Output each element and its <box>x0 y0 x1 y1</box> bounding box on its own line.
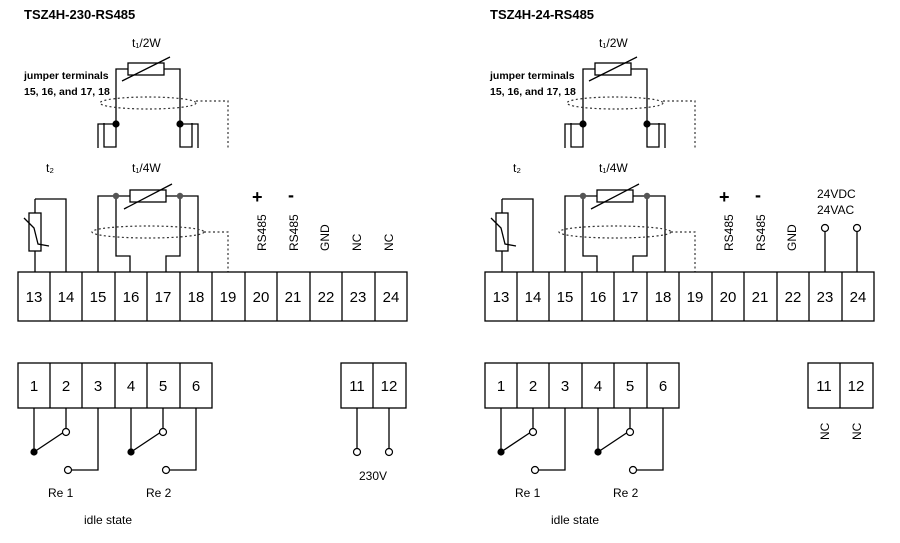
terminal-15: 15 <box>90 289 107 306</box>
thermistor-label: t₂ <box>46 161 54 175</box>
jumper-note-line1: jumper terminals <box>23 70 109 82</box>
rs485-minus-sign: - <box>755 185 761 205</box>
thermistor-symbol <box>23 198 67 272</box>
terminal-11: 11 <box>816 378 832 395</box>
terminal-16: 16 <box>123 289 140 306</box>
terminal-13: 13 <box>26 289 43 306</box>
terminal-20-label: RS485 <box>722 214 736 251</box>
terminal-24-label: NC <box>382 233 396 251</box>
terminal-23: 23 <box>350 289 367 306</box>
terminal-15: 15 <box>557 289 574 306</box>
terminal-12: 12 <box>381 378 398 395</box>
terminal-17: 17 <box>622 289 639 306</box>
terminal-20-label: RS485 <box>255 214 269 251</box>
terminal-4: 4 <box>127 378 135 395</box>
relay-1-label: Re 1 <box>515 486 541 500</box>
resistor-main-symbol <box>91 183 229 272</box>
relay-2-label: Re 2 <box>613 486 639 500</box>
terminal-22-label: GND <box>318 224 332 251</box>
relay-contacts <box>497 408 664 475</box>
diagram-title: TSZ4H-24-RS485 <box>490 7 594 22</box>
terminal-22: 22 <box>318 289 335 306</box>
terminal-block-relay <box>17 362 213 409</box>
rs485-minus-sign: - <box>288 185 294 205</box>
jumper-note-line2: 15, 16, and 17, 18 <box>490 86 576 98</box>
terminal-block-main <box>484 271 875 322</box>
terminal-23: 23 <box>817 289 834 306</box>
supply-label-ac: 24VAC <box>817 203 854 217</box>
terminal-18: 18 <box>655 289 672 306</box>
terminal-24: 24 <box>850 289 867 306</box>
terminal-12-nc-label: NC <box>850 422 864 440</box>
terminal-17: 17 <box>155 289 172 306</box>
terminal-18: 18 <box>188 289 205 306</box>
thermistor-symbol <box>490 198 534 272</box>
terminal-numbers-power: 11 12 <box>816 378 864 395</box>
terminal-numbers-main: 13 14 15 16 17 18 19 20 21 22 23 24 <box>493 289 867 306</box>
terminal-19: 19 <box>220 289 237 306</box>
resistor-top-symbol <box>97 56 229 148</box>
terminal-13: 13 <box>493 289 510 306</box>
power-label: 230V <box>359 469 387 483</box>
terminal-21: 21 <box>752 289 769 306</box>
terminal-20: 20 <box>253 289 270 306</box>
terminal-block-relay <box>484 362 680 409</box>
resistor-top-label: t₁/2W <box>132 36 161 50</box>
diagram-right: TSZ4H-24-RS485 jumper terminals 15, 16, … <box>484 7 875 527</box>
terminal-16: 16 <box>590 289 607 306</box>
terminal-numbers-main: 13 14 15 16 17 18 19 20 21 22 23 24 <box>26 289 400 306</box>
supply-label-dc: 24VDC <box>817 187 856 201</box>
terminal-2: 2 <box>529 378 537 395</box>
terminal-3: 3 <box>561 378 569 395</box>
diagram-left: TSZ4H-230-RS485 jumper terminals 15, 16,… <box>17 7 408 527</box>
jumper-note-line2: 15, 16, and 17, 18 <box>24 86 110 98</box>
resistor-top-symbol <box>564 56 696 148</box>
terminal-22-label: GND <box>785 224 799 251</box>
terminal-14: 14 <box>58 289 75 306</box>
rs485-plus-sign: + <box>252 187 263 207</box>
thermistor-label: t₂ <box>513 161 521 175</box>
jumper-note-line1: jumper terminals <box>489 70 575 82</box>
terminal-2: 2 <box>62 378 70 395</box>
terminal-12: 12 <box>848 378 865 395</box>
terminal-11-nc-label: NC <box>818 422 832 440</box>
idle-state-label: idle state <box>551 513 599 527</box>
terminal-numbers-power: 11 12 <box>349 378 397 395</box>
relay-2-label: Re 2 <box>146 486 172 500</box>
idle-state-label: idle state <box>84 513 132 527</box>
terminal-21-label: RS485 <box>754 214 768 251</box>
resistor-main-symbol <box>558 183 696 272</box>
terminal-20: 20 <box>720 289 737 306</box>
terminal-21-label: RS485 <box>287 214 301 251</box>
relay-1-label: Re 1 <box>48 486 74 500</box>
terminal-23-label: NC <box>350 233 364 251</box>
terminal-11: 11 <box>349 378 365 395</box>
diagram-title: TSZ4H-230-RS485 <box>24 7 135 22</box>
terminal-14: 14 <box>525 289 542 306</box>
resistor-top-label: t₁/2W <box>599 36 628 50</box>
terminal-19: 19 <box>687 289 704 306</box>
terminal-block-power <box>807 362 874 409</box>
terminal-21: 21 <box>285 289 302 306</box>
terminal-block-main <box>17 271 408 322</box>
terminal-5: 5 <box>626 378 634 395</box>
terminal-4: 4 <box>594 378 602 395</box>
terminal-numbers-relay: 1 2 3 4 5 6 <box>30 378 200 395</box>
terminal-3: 3 <box>94 378 102 395</box>
terminal-22: 22 <box>785 289 802 306</box>
terminal-5: 5 <box>159 378 167 395</box>
terminal-1: 1 <box>30 378 38 395</box>
terminal-block-power <box>340 362 407 457</box>
terminal-24: 24 <box>383 289 400 306</box>
relay-contacts <box>30 408 197 475</box>
terminal-numbers-relay: 1 2 3 4 5 6 <box>497 378 667 395</box>
rs485-plus-sign: + <box>719 187 730 207</box>
terminal-6: 6 <box>192 378 200 395</box>
terminal-1: 1 <box>497 378 505 395</box>
resistor-main-label: t₁/4W <box>599 161 628 175</box>
resistor-main-label: t₁/4W <box>132 161 161 175</box>
supply-terminals <box>820 223 862 272</box>
terminal-6: 6 <box>659 378 667 395</box>
